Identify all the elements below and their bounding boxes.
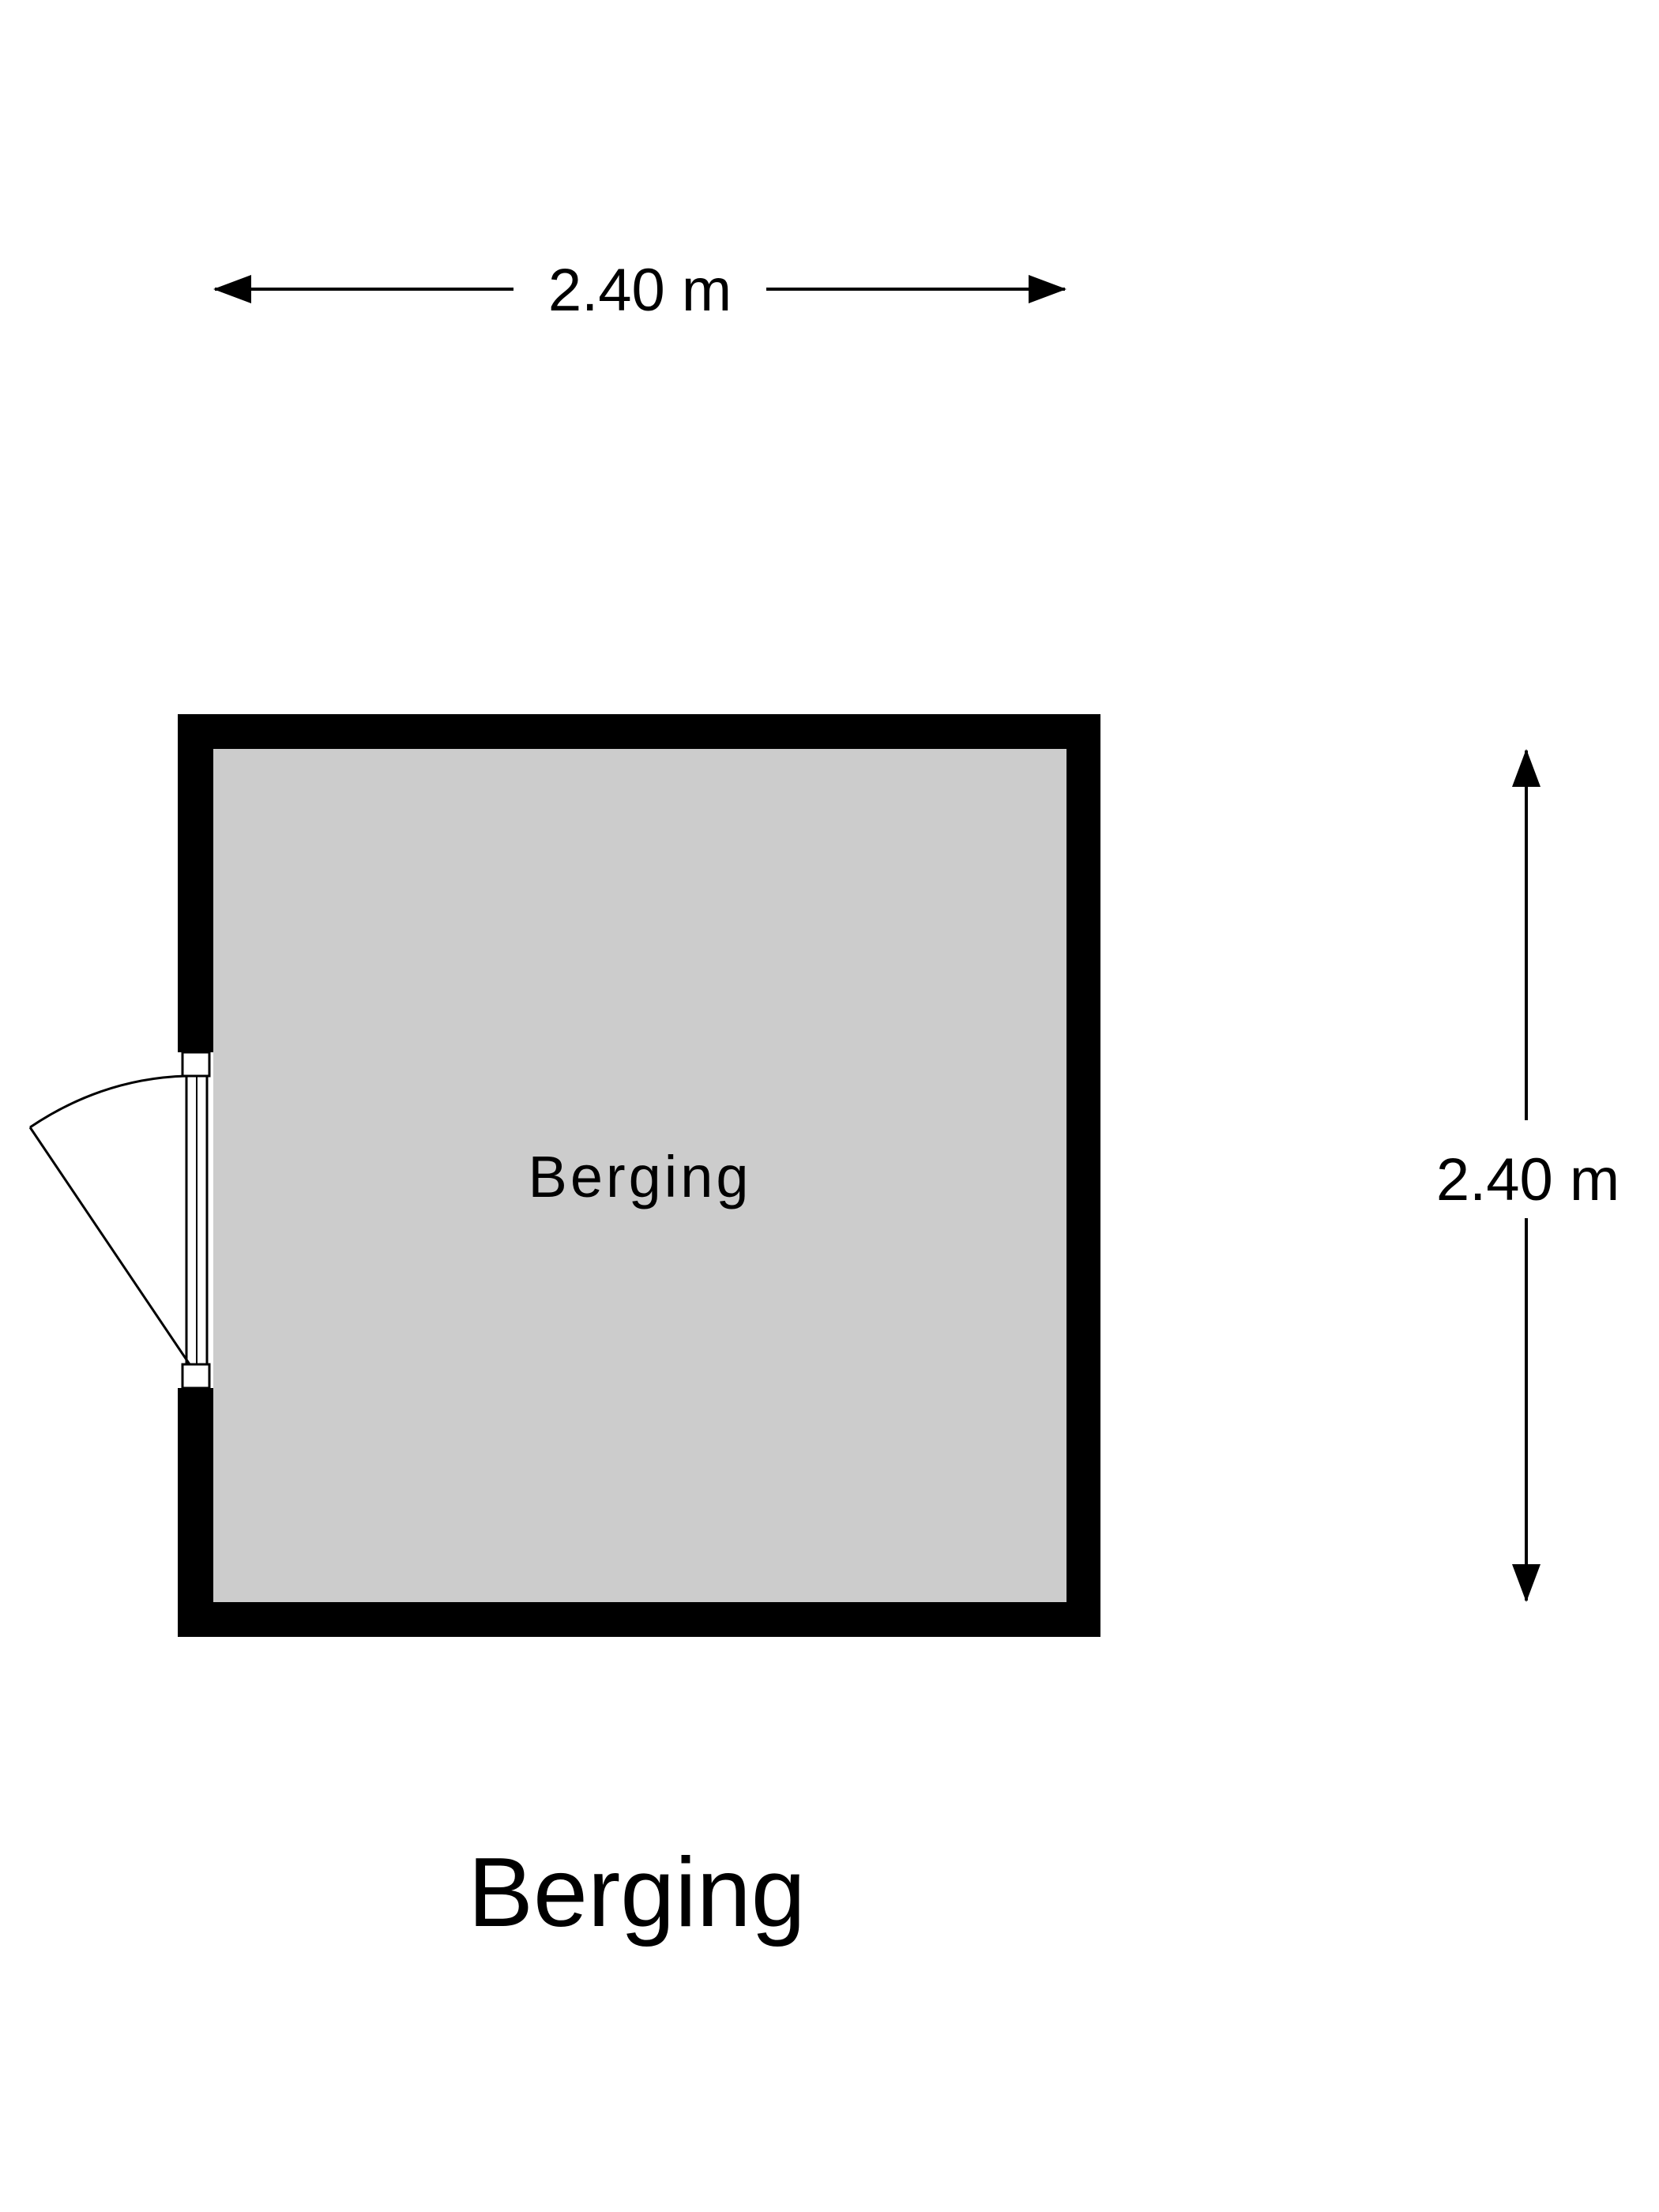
height-dimension-label: 2.40 m	[1436, 1146, 1620, 1213]
height-arrow-bottom-icon	[1512, 1564, 1540, 1602]
wall-top	[178, 714, 1100, 749]
plan-title: Berging	[468, 1838, 805, 1947]
door-jamb-top	[181, 1051, 211, 1078]
wall-left-lower	[178, 1388, 213, 1637]
height-arrow-top-icon	[1512, 749, 1540, 787]
width-arrow-left-icon	[213, 275, 251, 303]
door-swing-arc	[29, 1074, 187, 1129]
room-floor	[213, 749, 1066, 1602]
wall-left-upper	[178, 714, 213, 1052]
width-dimension-label: 2.40 m	[548, 257, 732, 324]
door	[28, 1051, 211, 1390]
wall-right	[1066, 714, 1100, 1637]
door-leaf	[28, 1127, 191, 1365]
height-dimension: 2.40 m	[1436, 749, 1620, 1602]
width-arrow-right-icon	[1029, 275, 1066, 303]
door-jamb-bottom	[181, 1363, 211, 1390]
width-dimension: 2.40 m	[213, 257, 1066, 324]
wall-bottom	[178, 1602, 1100, 1637]
room-walls	[178, 714, 1100, 1637]
room-label: Berging	[528, 1144, 751, 1209]
